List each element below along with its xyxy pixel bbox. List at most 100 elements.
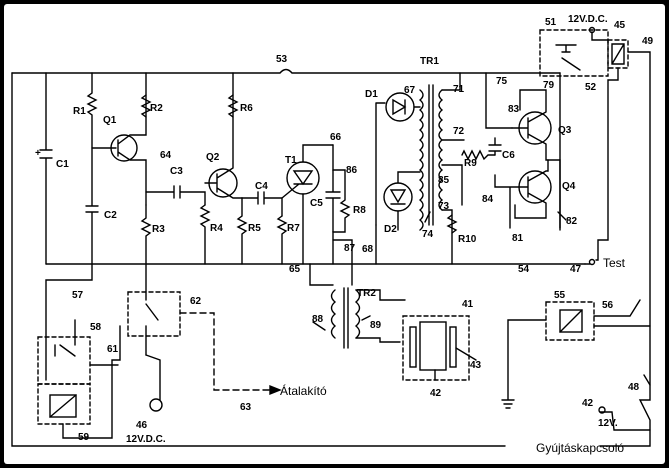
left-outer-rail xyxy=(11,72,506,447)
r9 xyxy=(461,149,496,161)
label-65: 65 xyxy=(289,264,301,275)
wire-57 xyxy=(45,263,93,381)
label-42-center: 42 xyxy=(430,388,442,399)
label-68: 68 xyxy=(362,244,374,255)
label-48: 48 xyxy=(628,382,640,393)
relay-59-coil xyxy=(49,394,77,418)
c4 xyxy=(241,191,283,217)
label-63: 63 xyxy=(240,402,252,413)
label-47: 47 xyxy=(570,264,582,275)
label-r10: R10 xyxy=(458,234,477,245)
label-d1: D1 xyxy=(365,89,378,100)
label-56: 56 xyxy=(602,300,614,311)
tr1-secondary-coil xyxy=(438,89,444,211)
label-73: 73 xyxy=(438,201,450,212)
spark-gap-box-41 xyxy=(402,315,470,381)
label-r3: R3 xyxy=(152,224,165,235)
label-85: 85 xyxy=(438,175,450,186)
label-r7: R7 xyxy=(287,223,300,234)
wire-46 xyxy=(145,354,161,401)
label-58: 58 xyxy=(90,322,102,333)
label-53: 53 xyxy=(276,54,288,65)
relay-62-box xyxy=(127,291,181,337)
label-q3: Q3 xyxy=(558,125,572,136)
label-46: 46 xyxy=(136,420,148,431)
relay-55-wires xyxy=(501,299,651,409)
terminal-42-right xyxy=(598,406,606,414)
label-q2: Q2 xyxy=(206,152,220,163)
label-r6: R6 xyxy=(240,103,253,114)
label-r1: R1 xyxy=(73,106,86,117)
spark-gap-left xyxy=(409,326,417,368)
label-89: 89 xyxy=(370,320,382,331)
relay-55-diag xyxy=(559,309,583,333)
label-12v: 12V. xyxy=(598,418,618,429)
d2-symbol xyxy=(389,171,421,205)
label-43: 43 xyxy=(470,360,482,371)
leader-74 xyxy=(424,211,431,223)
label-45: 45 xyxy=(614,20,626,31)
label-c1: C1 xyxy=(56,159,69,170)
relay-58-box xyxy=(37,336,91,385)
label-gyujtas: Gyújtáskapcsoló xyxy=(536,441,624,455)
terminal-47 xyxy=(588,258,596,266)
label-88: 88 xyxy=(312,314,324,325)
relay-49-coil xyxy=(611,43,625,65)
q4-leads xyxy=(494,159,561,229)
label-c5: C5 xyxy=(310,198,323,209)
leader-88 xyxy=(312,321,326,331)
label-66: 66 xyxy=(330,132,342,143)
d1-symbol xyxy=(392,98,421,116)
tr2-primary xyxy=(330,289,337,339)
label-62: 62 xyxy=(190,296,202,307)
schematic-panel xyxy=(4,4,665,464)
label-75: 75 xyxy=(496,76,508,87)
label-49: 49 xyxy=(642,36,654,47)
relay-51-box xyxy=(539,29,609,77)
relay-59-box xyxy=(37,383,91,425)
r2 xyxy=(140,94,152,118)
label-59: 59 xyxy=(78,432,90,443)
label-72: 72 xyxy=(453,126,465,137)
wire-45 xyxy=(591,31,619,261)
tr2-secondary xyxy=(354,289,361,339)
label-82: 82 xyxy=(566,216,578,227)
r1-c2-column xyxy=(85,72,99,265)
relay-55-coil xyxy=(559,309,583,333)
spark-gap-inner xyxy=(419,321,447,371)
relay-62-switch xyxy=(145,263,159,356)
spark-gap-right xyxy=(449,326,457,368)
label-51: 51 xyxy=(545,17,557,28)
t1-leads xyxy=(302,144,334,265)
tr1-primary-coil xyxy=(418,89,424,231)
d-common xyxy=(375,210,399,265)
label-42-right: 42 xyxy=(582,398,594,409)
label-test: Test xyxy=(603,256,626,270)
label-r9: R9 xyxy=(464,158,477,169)
label-84: 84 xyxy=(482,194,494,205)
q3-leads xyxy=(511,89,549,161)
top-rail-53 xyxy=(11,68,561,74)
label-r4: R4 xyxy=(210,223,223,234)
label-55: 55 xyxy=(554,290,566,301)
label-c3: C3 xyxy=(170,166,183,177)
label-c4: C4 xyxy=(255,181,268,192)
d1-branch xyxy=(375,102,386,226)
label-c6: C6 xyxy=(502,150,515,161)
c6 xyxy=(488,137,502,156)
label-d2: D2 xyxy=(384,224,397,235)
label-64: 64 xyxy=(160,150,172,161)
r3 xyxy=(140,204,152,265)
wire-63 xyxy=(179,312,271,391)
label-41: 41 xyxy=(462,299,474,310)
r4 xyxy=(199,204,211,265)
relay-59-diag xyxy=(49,394,77,418)
label-71: 71 xyxy=(453,84,465,95)
label-t1: T1 xyxy=(285,155,297,166)
r5 xyxy=(236,197,248,265)
wire-43 xyxy=(455,347,477,361)
tr2-wires xyxy=(309,263,353,286)
wire-75 xyxy=(485,72,513,129)
q2-leads xyxy=(204,72,243,199)
label-tr2: TR2 xyxy=(357,288,376,299)
